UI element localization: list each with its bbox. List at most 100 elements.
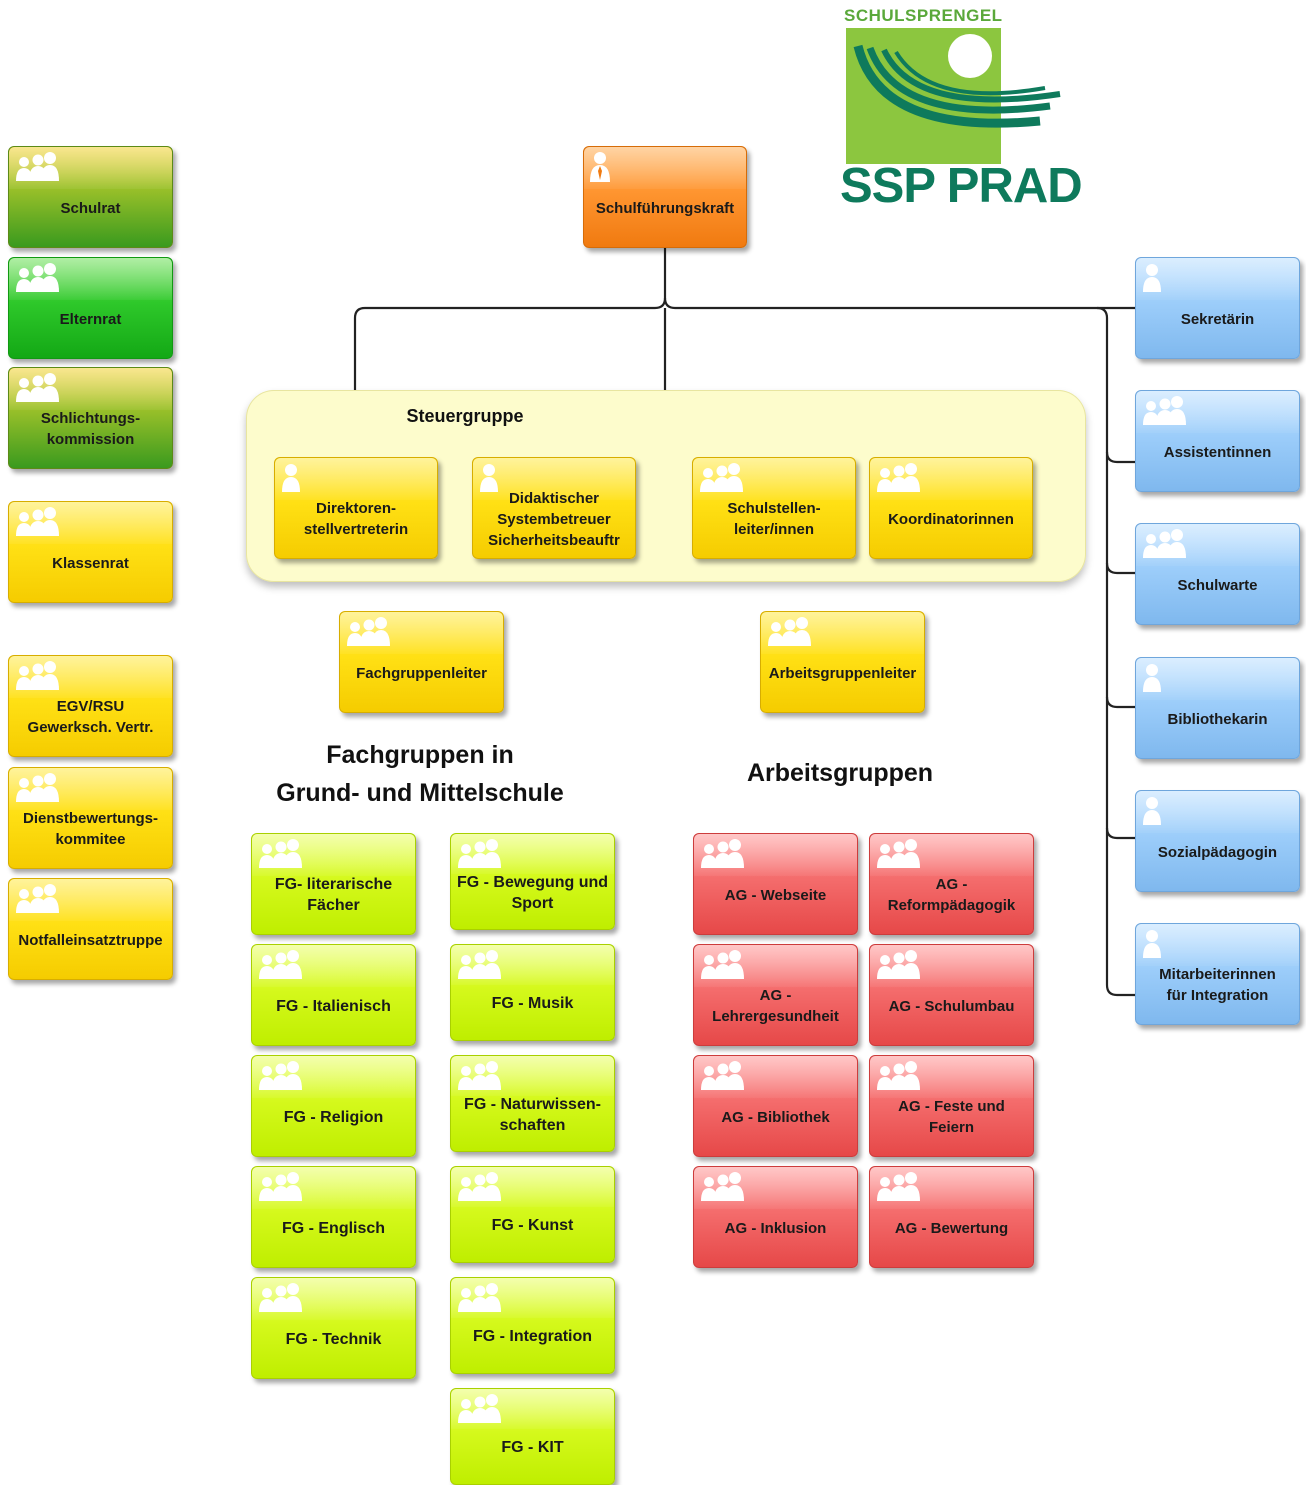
fg-kunst-label: FG - Kunst xyxy=(491,1217,574,1234)
assistentinnen-box[interactable]: Assistentinnen xyxy=(1135,390,1300,492)
fachgruppenleiter-label: Fachgruppenleiter xyxy=(356,664,487,682)
fg-technik-box[interactable]: FG - Technik xyxy=(251,1277,416,1379)
mitarbeiterinnen-fuer-integration-box[interactable]: Mitarbeiterinnen für Integration xyxy=(1135,923,1300,1025)
ag-webseite-box[interactable]: AG - Webseite xyxy=(693,833,858,935)
person-icon xyxy=(1143,264,1161,292)
egv-rsu-gewerksch-vertr-label: EGV/RSU Gewerksch. Vertr. xyxy=(27,698,154,736)
fg-bewegung-und-sport-label: FG - Bewegung und Sport xyxy=(456,873,609,912)
group-icon xyxy=(458,1172,501,1201)
group-icon xyxy=(16,884,59,913)
ag-bewertung-box[interactable]: AG - Bewertung xyxy=(869,1166,1034,1268)
ag-bibliothek-label: AG - Bibliothek xyxy=(721,1108,830,1126)
person-icon xyxy=(1143,797,1161,825)
manager-icon xyxy=(590,152,610,182)
group-icon xyxy=(347,617,390,646)
ag-schulumbau-box[interactable]: AG - Schulumbau xyxy=(869,944,1034,1046)
group-icon xyxy=(458,1394,501,1423)
bibliothekarin-box[interactable]: Bibliothekarin xyxy=(1135,657,1300,759)
group-icon xyxy=(458,839,501,868)
didaktischer-systembetreuer-sicherheitsbeauftr-label: Didaktischer Systembetreuer Sicherheitsb… xyxy=(488,489,620,549)
steuergruppe-title: Steuergruppe xyxy=(406,406,524,426)
fg-religion-box[interactable]: FG - Religion xyxy=(251,1055,416,1157)
fg-literarische-faecher-label: FG- literarische Fächer xyxy=(274,876,393,914)
schulwarte-label: Schulwarte xyxy=(1177,576,1258,594)
ag-bibliothek-box[interactable]: AG - Bibliothek xyxy=(693,1055,858,1157)
ag-feste-und-feiern-box[interactable]: AG - Feste und Feiern xyxy=(869,1055,1034,1157)
ag-feste-und-feiern-label: AG - Feste und Feiern xyxy=(898,1098,1005,1136)
sozialpaedagogin-label: Sozialpädagogin xyxy=(1157,843,1278,861)
person-icon xyxy=(282,464,300,492)
fachgruppenleiter-box[interactable]: Fachgruppenleiter xyxy=(339,611,504,713)
group-icon xyxy=(458,1283,501,1312)
klassenrat-label: Klassenrat xyxy=(52,554,129,572)
schulrat-box[interactable]: Schulrat xyxy=(8,146,173,248)
sekretaerin-box[interactable]: Sekretärin xyxy=(1135,257,1300,359)
group-icon xyxy=(877,839,920,868)
fg-bewegung-und-sport-box[interactable]: FG - Bewegung und Sport xyxy=(450,833,615,930)
person-icon xyxy=(480,464,498,492)
group-icon xyxy=(259,950,302,979)
arbeitsgruppenleiter-label: Arbeitsgruppenleiter xyxy=(768,664,917,682)
group-icon xyxy=(877,1172,920,1201)
fg-musik-label: FG - Musik xyxy=(491,995,574,1012)
fg-naturwissen-schaften-label: FG - Naturwissen- schaften xyxy=(464,1095,601,1134)
group-icon xyxy=(768,617,811,646)
direktoren-stellvertreterin-box[interactable]: Direktoren- stellvertreterin xyxy=(274,457,438,559)
group-icon xyxy=(701,1061,744,1090)
direktoren-stellvertreterin-label: Direktoren- stellvertreterin xyxy=(303,500,409,538)
fg-literarische-faecher-box[interactable]: FG- literarische Fächer xyxy=(251,833,416,935)
group-icon xyxy=(16,263,59,292)
schulwarte-box[interactable]: Schulwarte xyxy=(1135,523,1300,625)
klassenrat-box[interactable]: Klassenrat xyxy=(8,501,173,603)
arbeitsgruppenleiter-box[interactable]: Arbeitsgruppenleiter xyxy=(760,611,925,713)
sozialpaedagogin-box[interactable]: Sozialpädagogin xyxy=(1135,790,1300,892)
ag-inklusion-box[interactable]: AG - Inklusion xyxy=(693,1166,858,1268)
fg-musik-box[interactable]: FG - Musik xyxy=(450,944,615,1041)
ag-webseite-label: AG - Webseite xyxy=(724,886,827,904)
group-icon xyxy=(259,839,302,868)
schulstellen-leiter-innen-box[interactable]: Schulstellen- leiter/innen xyxy=(692,457,856,559)
group-icon xyxy=(16,661,59,690)
person-icon xyxy=(1143,930,1161,958)
notfalleinsatztruppe-label: Notfalleinsatztruppe xyxy=(18,931,163,949)
fg-italienisch-box[interactable]: FG - Italienisch xyxy=(251,944,416,1046)
group-icon xyxy=(877,463,920,492)
schulrat-label: Schulrat xyxy=(60,199,121,217)
elternrat-box[interactable]: Elternrat xyxy=(8,257,173,359)
koordinatorinnen-label: Koordinatorinnen xyxy=(888,510,1014,528)
fg-naturwissen-schaften-box[interactable]: FG - Naturwissen- schaften xyxy=(450,1055,615,1152)
group-icon xyxy=(259,1172,302,1201)
logo-bottom-text: SSP PRAD xyxy=(840,159,1083,213)
group-icon xyxy=(458,950,501,979)
ag-reformpaedagogik-box[interactable]: AG - Reformpädagogik xyxy=(869,833,1034,935)
fg-kunst-box[interactable]: FG - Kunst xyxy=(450,1166,615,1263)
elternrat-label: Elternrat xyxy=(59,310,122,328)
ag-lehrergesundheit-label: AG - Lehrergesundheit xyxy=(712,987,839,1025)
didaktischer-systembetreuer-sicherheitsbeauftr-box[interactable]: Didaktischer Systembetreuer Sicherheitsb… xyxy=(472,457,636,559)
school-logo: SCHULSPRENGEL SSP PRAD xyxy=(840,6,1110,213)
ag-schulumbau-label: AG - Schulumbau xyxy=(888,997,1015,1015)
fg-englisch-box[interactable]: FG - Englisch xyxy=(251,1166,416,1268)
group-icon xyxy=(701,839,744,868)
group-icon xyxy=(1143,529,1186,558)
group-icon xyxy=(1143,396,1186,425)
dienstbewertungs-kommitee-box[interactable]: Dienstbewertungs- kommitee xyxy=(8,767,173,869)
fg-englisch-label: FG - Englisch xyxy=(281,1219,386,1237)
fg-kit-box[interactable]: FG - KIT xyxy=(450,1388,615,1485)
fg-technik-label: FG - Technik xyxy=(285,1330,382,1348)
sekretaerin-label: Sekretärin xyxy=(1180,310,1255,328)
notfalleinsatztruppe-box[interactable]: Notfalleinsatztruppe xyxy=(8,878,173,980)
group-icon xyxy=(16,507,59,536)
group-icon xyxy=(877,1061,920,1090)
ag-lehrergesundheit-box[interactable]: AG - Lehrergesundheit xyxy=(693,944,858,1046)
koordinatorinnen-box[interactable]: Koordinatorinnen xyxy=(869,457,1033,559)
arbeitsgruppen-heading: Arbeitsgruppen xyxy=(746,759,934,787)
schulfuehrungskraft-box[interactable]: Schulführungskraft xyxy=(583,146,747,248)
fg-religion-label: FG - Religion xyxy=(283,1108,384,1126)
schlichtungs-kommission-box[interactable]: Schlichtungs- kommission xyxy=(8,367,173,469)
egv-rsu-gewerksch-vertr-box[interactable]: EGV/RSU Gewerksch. Vertr. xyxy=(8,655,173,757)
ag-inklusion-label: AG - Inklusion xyxy=(724,1219,827,1237)
ag-reformpaedagogik-label: AG - Reformpädagogik xyxy=(887,876,1016,914)
fg-integration-box[interactable]: FG - Integration xyxy=(450,1277,615,1374)
ag-bewertung-label: AG - Bewertung xyxy=(894,1219,1009,1237)
